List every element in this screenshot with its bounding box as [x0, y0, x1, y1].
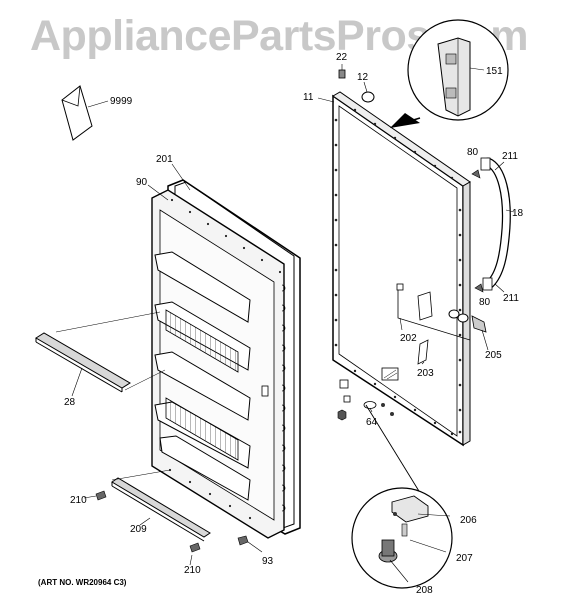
callout-labels: 9999 22 12 11 151 201 90 80 211 18 80 21…	[64, 52, 524, 596]
callout-80-top: 80	[467, 147, 479, 158]
callout-11: 11	[303, 92, 314, 103]
hinge-pin-detail-circle	[351, 404, 453, 589]
lock-assembly-part	[396, 283, 487, 365]
door-handle-part	[480, 157, 515, 291]
art-number-caption: (ART NO. WR20964 C3)	[38, 578, 127, 587]
hinge-cover-detail-circle	[390, 19, 509, 128]
callout-209: 209	[130, 524, 147, 535]
lower-rail-209-part	[111, 469, 211, 542]
callout-202: 202	[400, 333, 417, 344]
callout-90: 90	[136, 177, 148, 188]
inner-door-liner-part	[151, 179, 301, 539]
outer-door-panel-part	[332, 91, 471, 447]
callout-12: 12	[357, 72, 369, 83]
callout-207: 207	[456, 553, 473, 564]
callout-9999: 9999	[110, 96, 133, 107]
callout-206: 206	[460, 515, 477, 526]
callout-201: 201	[156, 154, 173, 165]
callout-210-bottom: 210	[184, 565, 201, 576]
callout-203: 203	[417, 368, 434, 379]
shelf-rail-28-part	[35, 311, 166, 397]
screws-210-93-part	[83, 490, 263, 566]
callout-22: 22	[336, 52, 348, 63]
callout-211-bottom: 211	[503, 293, 519, 304]
callout-93: 93	[262, 556, 274, 567]
callout-210-left: 210	[70, 495, 87, 506]
callout-80-bottom: 80	[479, 297, 491, 308]
callout-151: 151	[486, 66, 503, 77]
callout-205: 205	[485, 350, 502, 361]
screw-22-part	[338, 64, 346, 79]
callout-28: 28	[64, 397, 76, 408]
leader-lines	[147, 97, 489, 583]
callout-18: 18	[512, 208, 524, 219]
callout-211-top: 211	[502, 151, 518, 162]
handle-screws-part	[471, 161, 505, 293]
literature-envelope-part	[61, 85, 109, 141]
plug-12-part	[361, 81, 375, 103]
callout-64: 64	[366, 417, 378, 428]
callout-208: 208	[416, 585, 433, 596]
